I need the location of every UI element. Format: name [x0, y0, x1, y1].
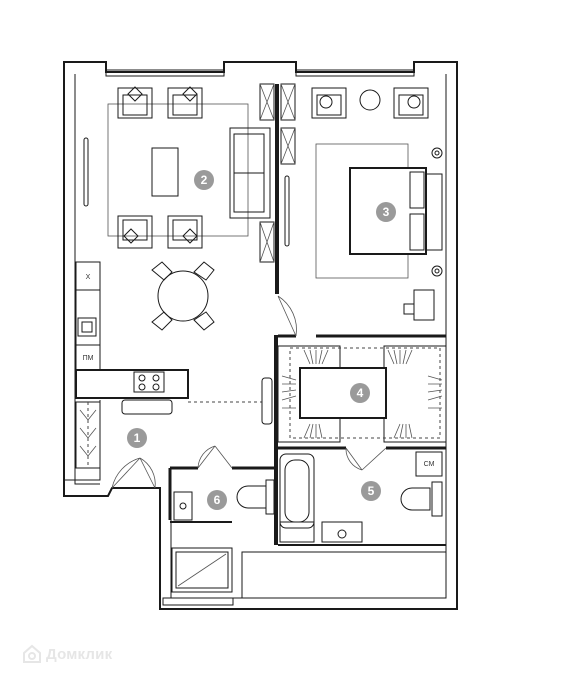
- appliance-labels: Х ПМ СМ: [83, 274, 435, 468]
- svg-text:3: 3: [383, 205, 390, 219]
- sofa: [229, 127, 271, 219]
- window-top-right: [295, 69, 415, 77]
- armchair-top-left: [117, 86, 153, 119]
- partitions: [64, 84, 447, 599]
- room-badge-6: 6: [207, 490, 227, 510]
- washer-label: СМ: [424, 461, 435, 468]
- svg-text:5: 5: [368, 484, 375, 498]
- dining-chairs: [151, 261, 215, 331]
- window-bottom: [162, 597, 234, 606]
- dining-table: [157, 270, 209, 322]
- room-badge-1: 1: [127, 428, 147, 448]
- dishwasher-label: ПМ: [83, 355, 94, 362]
- svg-text:2: 2: [201, 173, 208, 187]
- bathroom-furniture: [279, 451, 443, 543]
- hangers: [281, 349, 443, 439]
- house-logo-icon: [23, 644, 41, 663]
- armchair-top-right: [167, 86, 203, 119]
- room-badge-2: 2: [194, 170, 214, 190]
- armchair-bottom-left: [117, 215, 153, 249]
- partition-panels: [259, 83, 296, 263]
- room-badge-4: 4: [350, 383, 370, 403]
- room-badges: 1 2 3 4 5 6: [127, 170, 396, 510]
- toilet-small: [236, 485, 267, 509]
- watermark: Домклик: [22, 644, 112, 664]
- room-badge-5: 5: [361, 481, 381, 501]
- room-badge-3: 3: [376, 202, 396, 222]
- armchair-bottom-right: [167, 215, 203, 249]
- coffee-table: [151, 147, 179, 197]
- toilet: [400, 487, 431, 511]
- wardrobe-furniture: [277, 345, 447, 443]
- toilet-room-furniture: [171, 479, 275, 593]
- bathroom-sink: [321, 521, 363, 543]
- window-top-left: [105, 69, 225, 77]
- svg-text:1: 1: [134, 431, 141, 445]
- fridge-label: Х: [86, 274, 91, 281]
- bathtub: [279, 453, 315, 529]
- watermark-text: Домклик: [46, 645, 113, 663]
- doors: [111, 295, 387, 489]
- living-room-furniture: [75, 86, 273, 425]
- cooktop: [133, 371, 165, 393]
- washer-box: [415, 451, 443, 477]
- rug: [107, 103, 249, 237]
- hallway-furniture: [75, 401, 101, 469]
- small-sink: [173, 491, 193, 521]
- svg-text:4: 4: [357, 386, 364, 400]
- shower: [171, 547, 233, 593]
- svg-text:6: 6: [214, 493, 221, 507]
